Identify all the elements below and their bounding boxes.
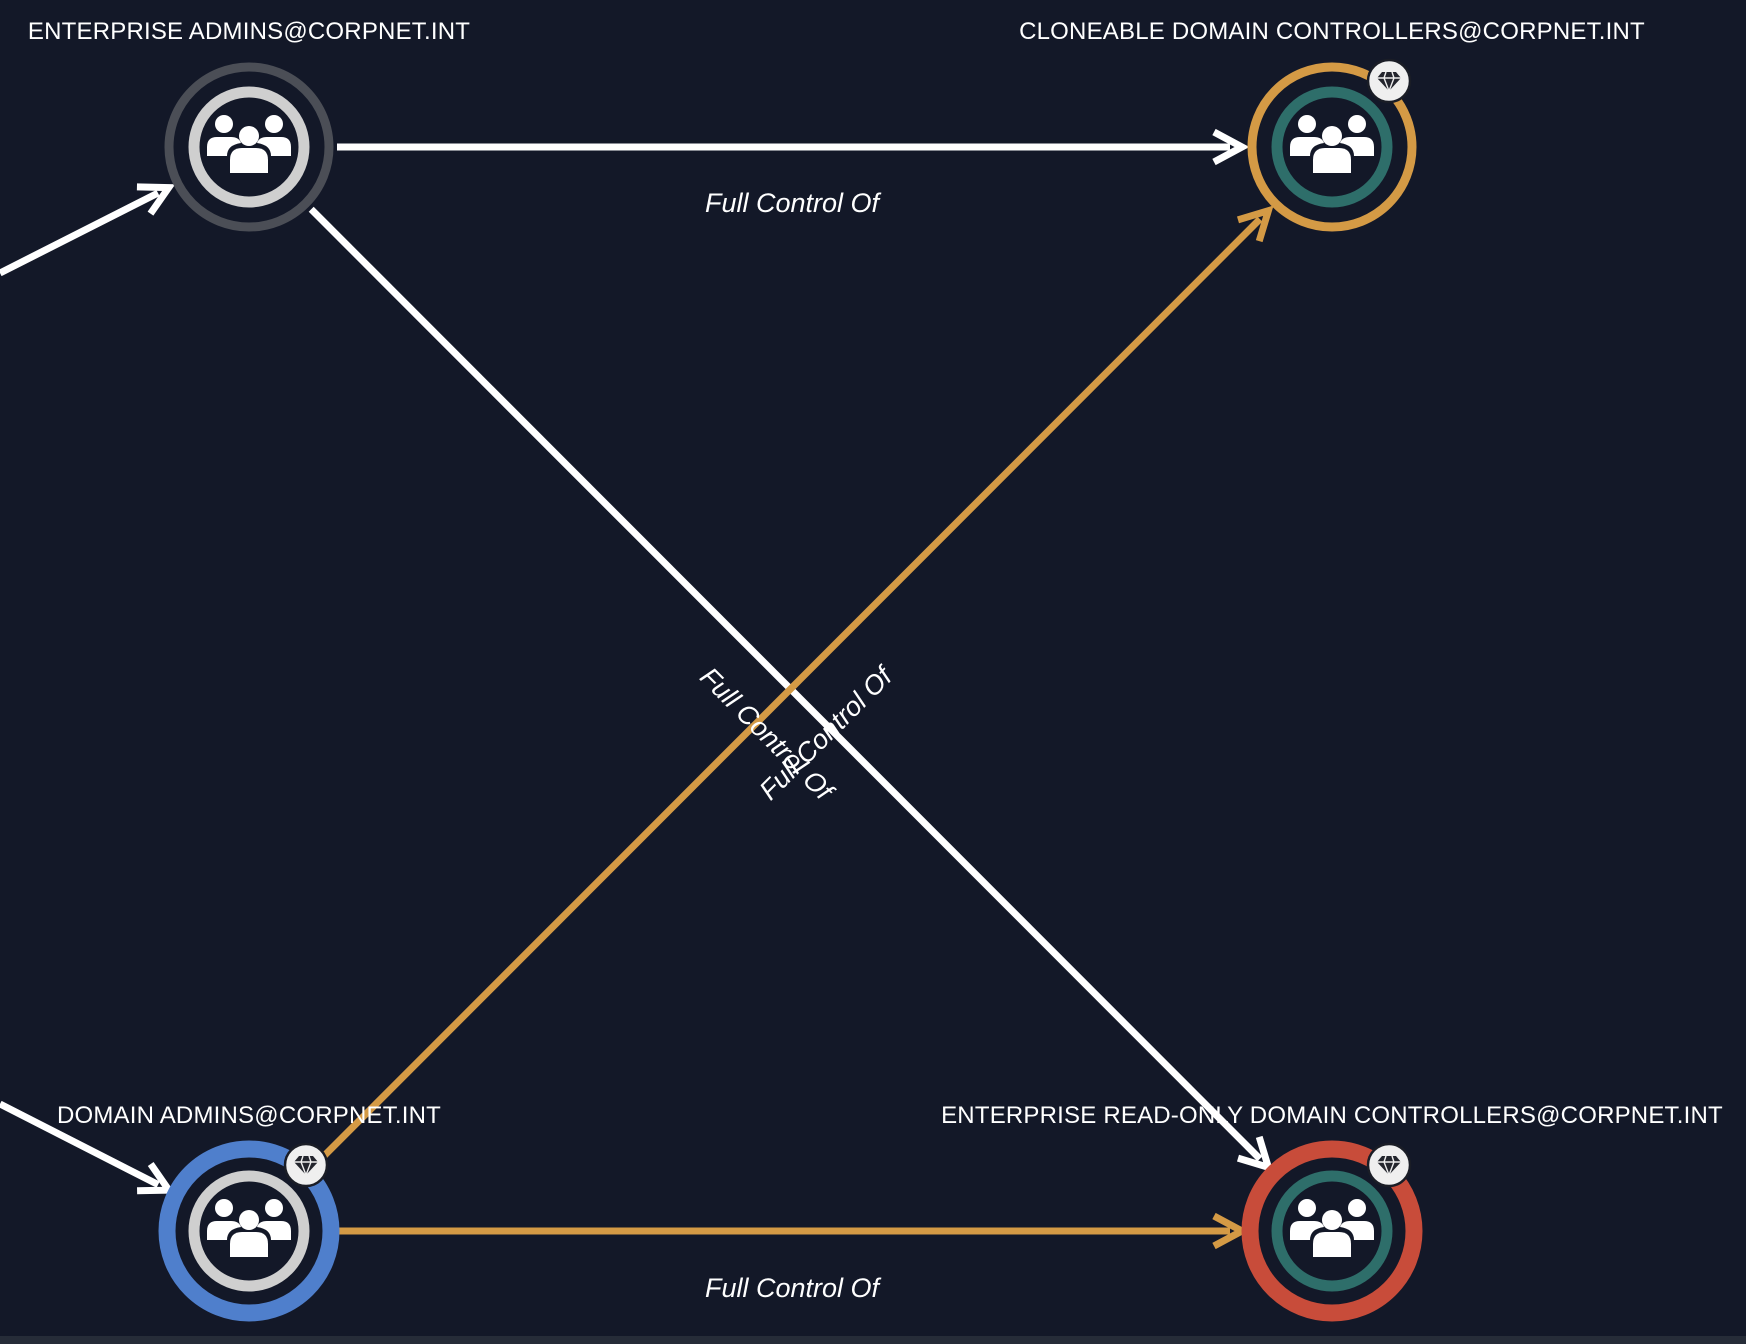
bottom-panel-edge [0,1336,1746,1344]
edge-da-to-cdc[interactable] [308,205,1274,1172]
arrowhead [1236,205,1274,243]
node-label: DOMAIN ADMINS@CORPNET.INT [57,1102,441,1129]
node-cloneable-dcs[interactable]: CLONEABLE DOMAIN CONTROLLERS@CORPNET.INT [1019,18,1645,232]
diamond-icon [1366,1142,1412,1188]
diamond-icon [1366,58,1412,104]
arrowhead [136,183,176,216]
node-domain-admins[interactable]: DOMAIN ADMINS@CORPNET.INT [57,1102,441,1322]
node-enterprise-rodcs[interactable]: ENTERPRISE READ-ONLY DOMAIN CONTROLLERS@… [941,1102,1723,1322]
edge-label-ea-to-cdc: Full Control Of [705,188,882,218]
edges [308,128,1274,1250]
incoming-edges [0,183,176,1195]
node-label: CLONEABLE DOMAIN CONTROLLERS@CORPNET.INT [1019,18,1645,45]
edge-ea-to-cdc[interactable] [337,128,1250,166]
nodes: ENTERPRISE ADMINS@CORPNET.INT CLONEABLE D… [28,18,1723,1322]
arrowhead [1212,128,1250,166]
incoming-edge-enterprise-admins[interactable] [0,183,176,277]
node-enterprise-admins[interactable]: ENTERPRISE ADMINS@CORPNET.INT [28,18,470,232]
diamond-icon [283,1142,329,1188]
edge-da-to-erodc[interactable] [337,1212,1250,1250]
edge-label-da-to-erodc: Full Control Of [705,1273,882,1303]
node-label: ENTERPRISE ADMINS@CORPNET.INT [28,18,470,45]
node-label: ENTERPRISE READ-ONLY DOMAIN CONTROLLERS@… [941,1102,1723,1129]
